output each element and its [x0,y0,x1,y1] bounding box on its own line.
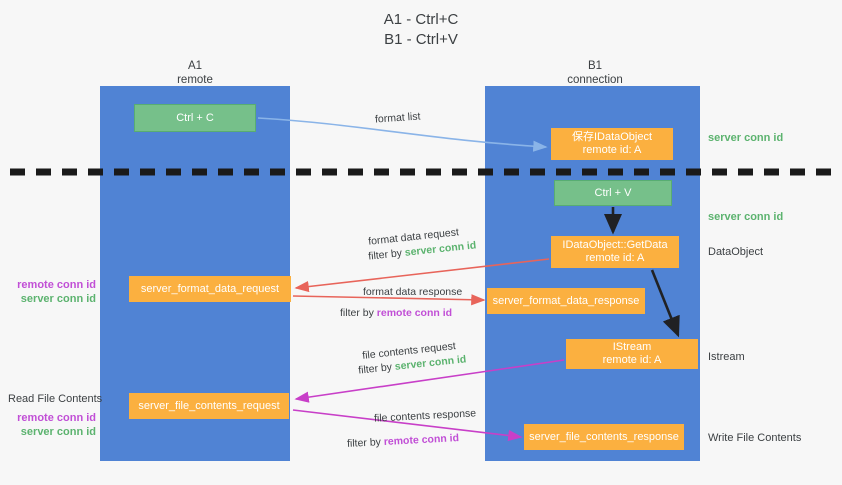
title-line-2: B1 - Ctrl+V [384,31,458,48]
filter-prefix: filter by [346,436,385,450]
side-label-write-file-contents: Write File Contents [708,432,802,444]
lane-b1-subtitle: connection [567,74,623,86]
node-server-file-contents-response[interactable]: server_file_contents_response [524,424,684,450]
node-server-format-data-response[interactable]: server_format_data_response [487,288,645,314]
node-server-format-data-request-label: server_format_data_request [140,282,280,295]
title-line-1: A1 - Ctrl+C [383,11,459,28]
side-label-remote-conn-id: remote conn id [17,412,96,424]
side-label-istream: Istream [708,351,745,363]
node-server-file-contents-response-label: server_file_contents_response [529,430,679,443]
side-label-conn-ids-format: remote conn id server conn id [8,278,96,306]
node-ctrl-v[interactable]: Ctrl + V [554,180,672,206]
filter-prefix: filter by [357,360,396,377]
filter-prefix: filter by [367,246,406,263]
node-server-file-contents-request-label: server_file_contents_request [138,399,280,412]
lane-a1-subtitle: remote [177,74,213,86]
node-getdata-sublabel: remote id: A [585,252,645,264]
lane-a1-title: A1 [187,60,203,72]
node-istream[interactable]: IStream remote id: A [566,339,698,369]
side-label-read-file-contents: Read File Contents [8,393,103,405]
side-label-server-conn-id-mid: server conn id [708,211,784,223]
side-label-remote-conn-id: remote conn id [17,279,96,291]
side-label-server-conn-id: server conn id [20,426,96,438]
side-label-conn-ids-file: remote conn id server conn id [8,411,96,439]
edge-filter-format-data-response: filter by remote conn id [340,306,452,320]
side-label-server-conn-id: server conn id [20,293,96,305]
filter-prefix: filter by [340,307,377,319]
lane-b1-title: B1 [587,60,603,72]
node-ctrl-c-label: Ctrl + C [176,111,214,124]
node-server-file-contents-request[interactable]: server_file_contents_request [129,393,289,419]
side-label-server-conn-id-top: server conn id [708,132,784,144]
edge-filter-file-contents-response: filter by remote conn id [347,431,460,451]
node-ctrl-c[interactable]: Ctrl + C [134,104,256,132]
node-idataobject-getdata[interactable]: IDataObject::GetData remote id: A [551,236,679,268]
lane-header-a1: A1 remote [135,59,255,87]
node-server-format-data-request[interactable]: server_format_data_request [129,276,291,302]
side-label-dataobject: DataObject [708,246,764,258]
node-ctrl-v-label: Ctrl + V [594,186,632,199]
lane-header-b1: B1 connection [535,59,655,87]
edge-label-format-list: format list [374,110,421,126]
node-save-idataobject-label: 保存IDataObject [571,131,653,143]
diagram-title: A1 - Ctrl+C B1 - Ctrl+V [0,10,842,50]
node-save-idataobject-sublabel: remote id: A [582,144,642,156]
edge-label-file-contents-response: file contents response [373,407,477,425]
node-save-idataobject[interactable]: 保存IDataObject remote id: A [551,128,673,160]
node-istream-sublabel: remote id: A [602,354,662,366]
node-server-format-data-response-label: server_format_data_response [492,294,640,307]
filter-value-remote-conn-id: remote conn id [383,432,460,448]
edge-label-format-data-response: format data response [363,286,463,298]
node-getdata-label: IDataObject::GetData [562,239,668,251]
node-istream-label: IStream [612,341,652,353]
filter-value-remote-conn-id: remote conn id [376,307,453,319]
